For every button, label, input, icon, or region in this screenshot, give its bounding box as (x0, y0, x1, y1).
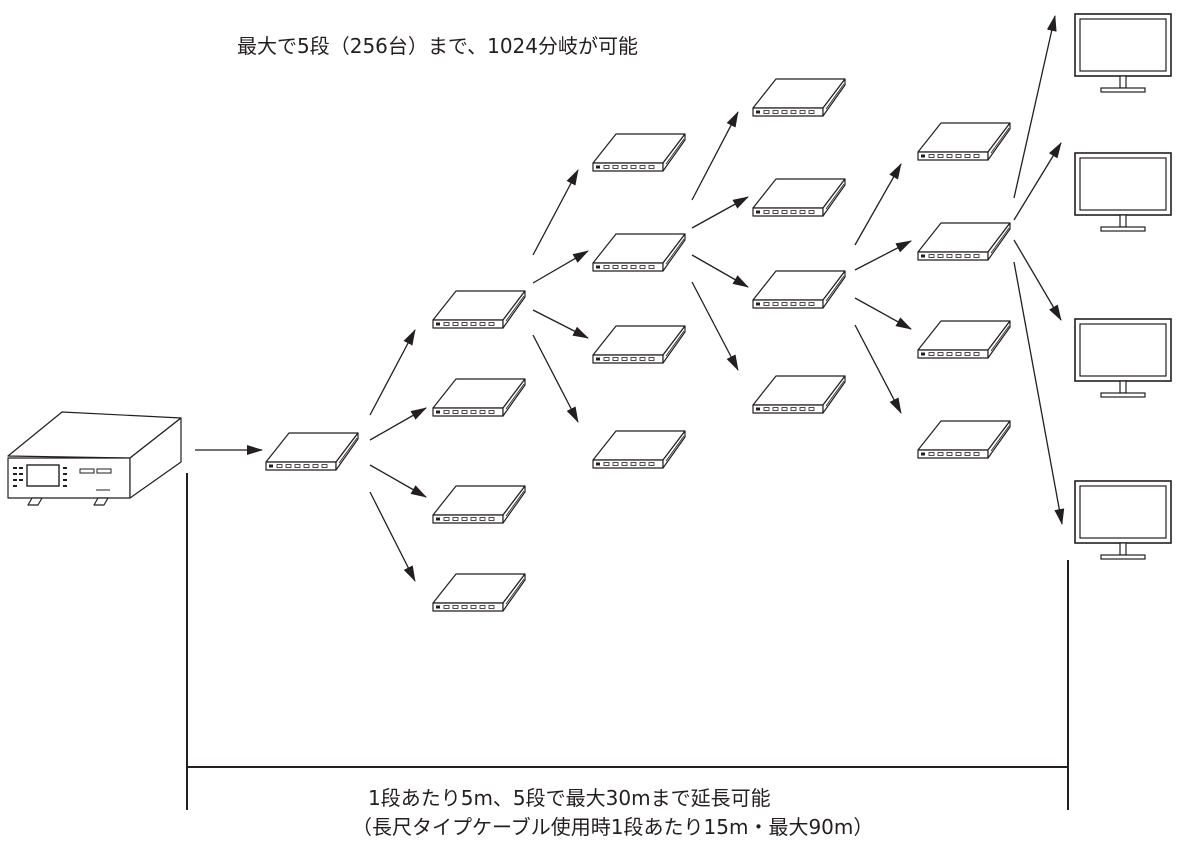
monitor-icon (1075, 481, 1171, 559)
arrow-stage5-to-monitor-3 (1013, 239, 1062, 321)
splitter-stage2-a (433, 291, 525, 328)
arrow-stage3-to-stage4-a (691, 111, 739, 201)
splitter-stage4-c (753, 271, 845, 308)
arrow-stage5-to-monitor-4 (1013, 261, 1065, 525)
arrow-stage3-to-stage4-d (691, 281, 739, 371)
arrow-stage1-to-stage2-c (369, 464, 427, 498)
arrow-stage1-to-stage2-b (369, 407, 427, 441)
arrow-stage4-to-stage5-a (854, 163, 902, 246)
splitter-stage3-b (593, 234, 685, 271)
splitter-stage4-a (753, 79, 845, 116)
arrow-stage1-to-stage2-a (369, 329, 416, 416)
splitter-stage2-c (433, 486, 525, 523)
arrow-stage5-to-monitor-2 (1013, 142, 1062, 221)
splitter-stage1 (266, 433, 358, 470)
arrow-stage3-to-stage4-b (691, 196, 749, 229)
arrow-stage2-to-stage3-c (532, 309, 589, 339)
splitter-stage2-d (433, 574, 525, 611)
bottom-caption-line2: （長尺タイプケーブル使用時1段あたり15m・最大90m） (352, 815, 874, 839)
monitor-icon (1075, 319, 1171, 397)
arrow-stage1-to-stage2-d (369, 491, 416, 582)
arrow-stage4-to-stage5-d (854, 324, 902, 414)
splitter-stage4-b (753, 179, 845, 216)
splitter-stage5-a (918, 123, 1010, 160)
monitor-icon (1075, 14, 1171, 92)
monitor-icon (1075, 153, 1171, 231)
splitter-stage3-d (593, 431, 685, 468)
splitter-stage2-b (433, 379, 525, 416)
splitter-stage3-a (593, 134, 685, 171)
arrow-stage2-to-stage3-d (532, 334, 579, 423)
top-caption: 最大で5段（256台）まで、1024分岐が可能 (237, 34, 638, 58)
splitter-stage5-c (918, 321, 1010, 358)
arrow-stage2-to-stage3-a (532, 169, 579, 256)
splitter-stage4-d (753, 376, 845, 413)
signal-generator-icon (7, 411, 182, 506)
arrow-stage5-to-monitor-1 (1013, 15, 1057, 199)
arrow-stage2-to-stage3-b (532, 250, 589, 284)
arrow-stage4-to-stage5-c (854, 297, 912, 330)
splitter-stage5-d (918, 421, 1010, 458)
splitter-stage5-b (918, 223, 1010, 260)
arrow-stage4-to-stage5-b (854, 240, 912, 271)
arrow-stage3-to-stage4-c (691, 254, 749, 288)
splitter-stage3-c (593, 326, 685, 363)
bottom-caption-line1: 1段あたり5m、5段で最大30mまで延長可能 (368, 786, 771, 810)
